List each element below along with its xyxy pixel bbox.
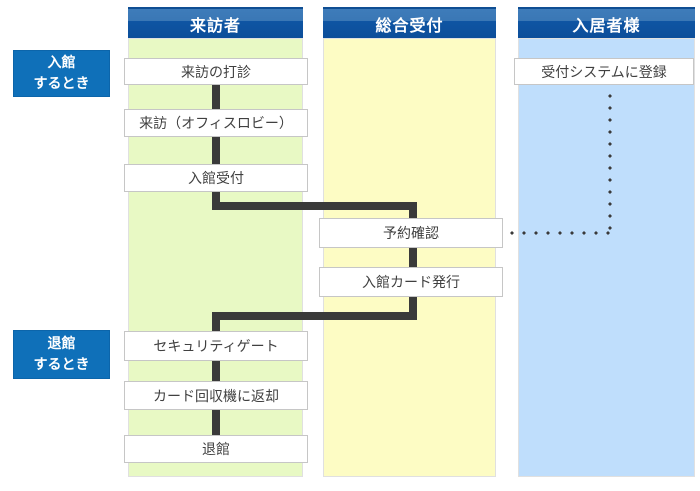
- dotted-connector-horizontal: [506, 228, 612, 238]
- step-card-return-machine: カード回収機に返却: [124, 381, 308, 410]
- connector-gate-to-card-return: [212, 361, 220, 381]
- step-visit-inquiry: 来訪の打診: [124, 58, 308, 85]
- connector-entry-reception-down: [212, 192, 220, 210]
- lane-header-reception: 総合受付: [323, 7, 496, 38]
- row-label-leaving-line1: 退館: [47, 335, 76, 352]
- step-exit: 退館: [124, 435, 308, 463]
- connector-visit-inquiry-to-lobby: [212, 85, 220, 109]
- step-visit-office-lobby: 来訪（オフィスロビー）: [124, 109, 308, 137]
- connector-card-return-to-exit: [212, 410, 220, 435]
- lane-header-visitor: 来訪者: [128, 7, 303, 38]
- row-label-entering: 入館 するとき: [13, 50, 110, 97]
- step-reservation-check: 予約確認: [319, 218, 503, 248]
- row-label-leaving-line2: するとき: [33, 356, 90, 373]
- connector-into-security-gate: [212, 320, 220, 331]
- row-label-leaving: 退館 するとき: [13, 330, 110, 379]
- connector-card-issue-down: [409, 297, 417, 312]
- connector-into-reservation-check: [409, 210, 417, 218]
- lane-header-resident: 入居者様: [518, 7, 695, 38]
- row-label-entering-line1: 入館: [47, 54, 76, 71]
- step-entry-card-issue: 入館カード発行: [319, 267, 503, 297]
- step-register-reception-system: 受付システムに登録: [514, 58, 694, 85]
- dotted-connector-vertical: [605, 90, 615, 234]
- step-security-gate: セキュリティゲート: [124, 331, 308, 361]
- row-label-entering-line2: するとき: [33, 75, 90, 92]
- step-entry-reception: 入館受付: [124, 164, 308, 192]
- connector-reservation-to-card-issue: [409, 248, 417, 267]
- connector-lobby-to-entry-reception: [212, 137, 220, 164]
- connector-card-issue-across: [212, 312, 417, 320]
- connector-entry-reception-across: [212, 202, 417, 210]
